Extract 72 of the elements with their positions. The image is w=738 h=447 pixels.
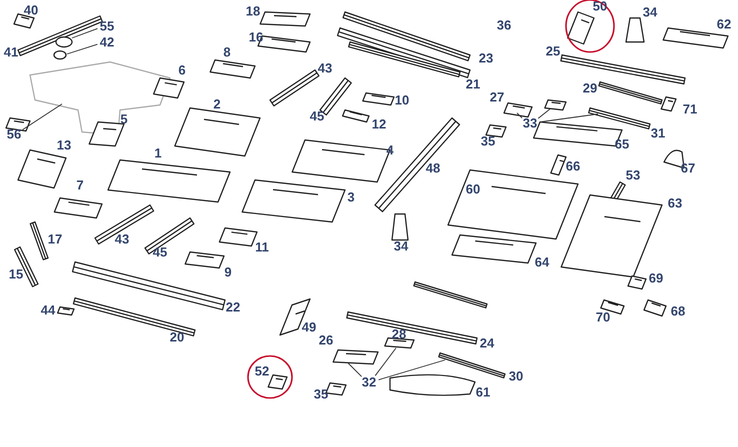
leader-line [539,114,598,122]
callout-number: 48 [426,162,440,174]
callout-number: 43 [114,232,130,246]
callout-number: 45 [152,246,168,258]
callout-number: 2 [213,98,221,110]
callout-number: 63 [668,196,682,210]
callout-number: 21 [466,78,480,90]
callout-number: 41 [4,46,18,58]
callout-number: 16 [248,30,264,44]
callout-number: 26 [318,334,334,346]
leader-line [72,28,98,38]
callout-number: 33 [522,116,538,130]
callout-number: 34 [394,240,408,252]
callout-number: 20 [170,330,184,344]
leader-line [374,348,396,376]
callout-number: 55 [100,20,114,32]
leader-line [22,104,62,130]
callout-number: 10 [394,94,410,106]
callout-number: 62 [716,18,732,30]
callout-number: 35 [480,134,496,148]
callout-number: 40 [24,4,38,16]
callout-number: 31 [650,126,666,140]
callout-number: 70 [596,310,610,324]
callout-number: 25 [546,44,560,58]
callout-number: 43 [318,62,332,74]
callout-number: 3 [347,190,355,204]
callout-number: 67 [680,162,696,174]
callout-number: 18 [246,4,260,18]
callout-number: 23 [478,52,494,64]
callout-number: 35 [314,388,328,400]
callout-number: 6 [178,64,186,76]
callout-number: 8 [223,46,231,58]
callout-number: 32 [362,376,376,388]
callout-number: 7 [76,178,84,192]
callout-number: 15 [8,268,24,280]
callout-number: 28 [392,328,406,340]
callout-number: 17 [48,232,62,246]
callout-number: 27 [490,90,504,104]
callout-number: 61 [476,386,490,398]
callout-number: 5 [120,112,128,126]
leader-line [378,360,446,380]
callout-number: 69 [648,272,664,284]
callout-number: 11 [255,240,269,254]
callout-number: 4 [386,144,394,156]
callout-number: 52 [254,364,270,378]
callout-number: 34 [642,6,658,18]
callout-number: 60 [466,182,480,196]
leader-line [66,44,98,54]
callout-number: 45 [310,110,324,122]
callout-number: 50 [592,0,608,12]
callout-number: 12 [372,118,386,130]
callout-number: 49 [302,320,316,334]
callout-number: 56 [6,128,22,140]
callout-number: 36 [496,18,512,32]
callout-number: 9 [224,266,232,278]
callout-number: 29 [582,82,598,94]
callout-number: 68 [670,304,686,318]
callout-number: 22 [226,300,240,314]
callout-number: 1 [154,146,162,160]
callout-number: 24 [480,336,494,350]
callout-number: 66 [566,160,580,172]
callout-number: 13 [56,138,72,152]
leader-line [348,362,362,378]
callout-number: 71 [682,102,698,116]
leader-line [538,108,550,119]
callout-number: 64 [534,256,550,268]
callout-number: 53 [626,168,640,182]
callout-number: 44 [40,304,56,316]
callout-number: 65 [614,138,630,150]
leader-line [516,112,523,119]
callout-number: 30 [508,370,524,382]
callout-number: 42 [100,36,114,48]
